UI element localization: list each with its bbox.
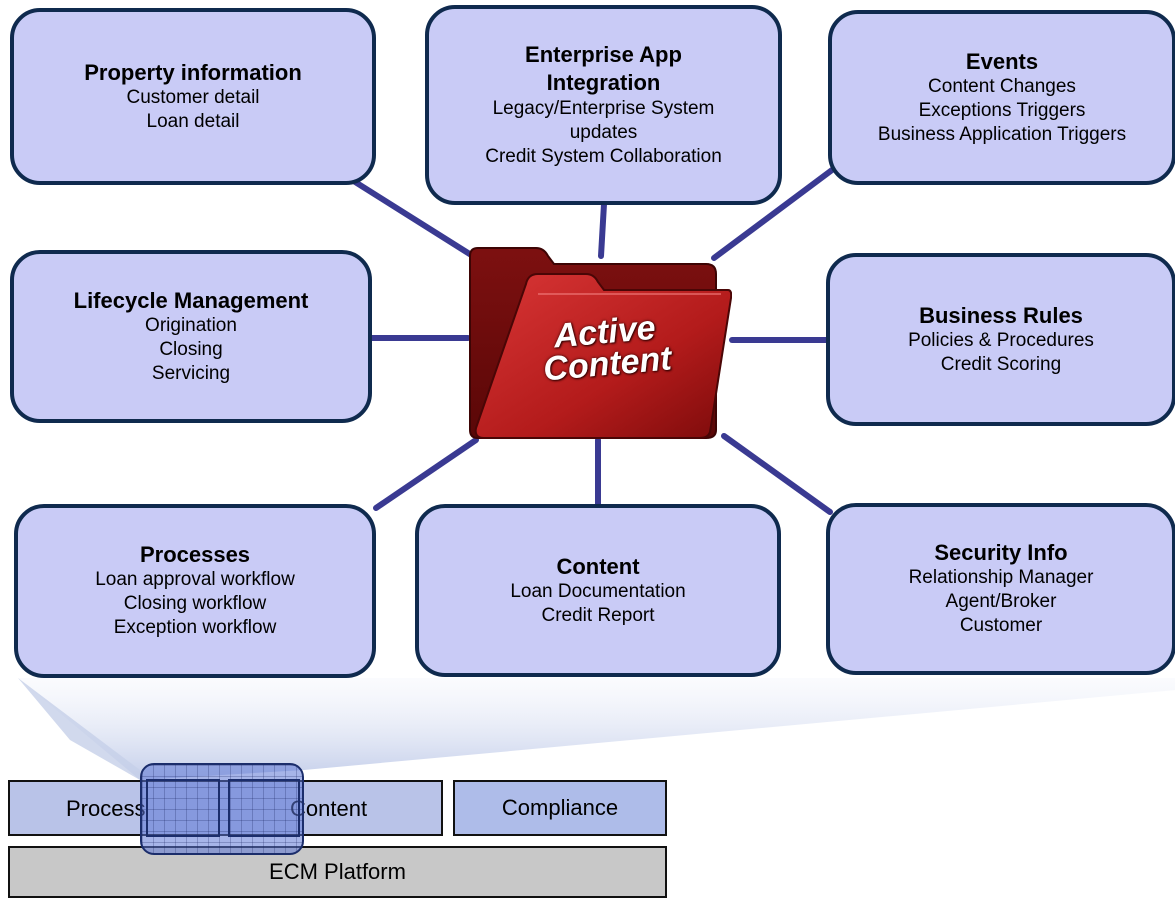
box-title: Lifecycle Management bbox=[73, 287, 309, 313]
connector-processes bbox=[373, 437, 479, 511]
box-line: Customer bbox=[959, 615, 1043, 636]
box-line: Credit System Collaboration bbox=[485, 146, 722, 167]
box-title: Processes bbox=[139, 542, 251, 567]
connector-security bbox=[721, 433, 833, 515]
box-line: Loan Documentation bbox=[510, 580, 686, 602]
box-title: Business Rules bbox=[919, 302, 1083, 328]
box-line: Policies & Procedures bbox=[908, 329, 1094, 351]
content-box: Content Loan Documentation Credit Report bbox=[415, 504, 781, 677]
box-title: Property information bbox=[84, 59, 302, 85]
ecm-platform-label: ECM Platform bbox=[269, 859, 406, 884]
box-line: Customer detail bbox=[126, 86, 260, 108]
box-line: Exception workflow bbox=[113, 617, 277, 638]
projection-beam-side bbox=[18, 678, 140, 780]
processes-box: Processes Loan approval workflow Closing… bbox=[14, 504, 376, 678]
security-info-box: Security Info Relationship Manager Agent… bbox=[826, 503, 1175, 675]
box-line: Credit Report bbox=[541, 604, 655, 626]
box-title: Content bbox=[556, 553, 640, 579]
projection-beam bbox=[18, 678, 1175, 780]
box-line: Loan approval workflow bbox=[95, 569, 295, 590]
box-line: Closing workflow bbox=[123, 593, 267, 614]
box-line: Credit Scoring bbox=[940, 353, 1062, 375]
box-line: Loan detail bbox=[146, 110, 240, 132]
box-title-line2: Integration bbox=[546, 70, 661, 95]
active-content-folder-icon bbox=[469, 247, 732, 439]
box-title-line1: Enterprise App bbox=[525, 42, 682, 67]
connector-events bbox=[711, 167, 835, 261]
box-line: Origination bbox=[145, 314, 237, 336]
lifecycle-management-box: Lifecycle Management Origination Closing… bbox=[10, 250, 372, 423]
enterprise-app-integration-box: Enterprise App Integration Legacy/Enterp… bbox=[425, 5, 782, 205]
box-line: Business Application Triggers bbox=[877, 123, 1127, 145]
active-content-overlay bbox=[140, 763, 304, 855]
compliance-layer-label: Compliance bbox=[501, 795, 619, 820]
box-line: Relationship Manager bbox=[908, 567, 1094, 588]
connector-property bbox=[349, 177, 479, 261]
box-line: Agent/Broker bbox=[945, 591, 1057, 612]
hub-label: Active Content bbox=[524, 309, 689, 389]
compliance-layer: Compliance bbox=[453, 780, 667, 836]
box-line: Legacy/Enterprise System bbox=[492, 98, 715, 119]
overlay-cell bbox=[228, 779, 300, 837]
box-title: Events bbox=[965, 48, 1039, 74]
box-line: updates bbox=[569, 122, 638, 143]
ecm-platform-layer: ECM Platform bbox=[8, 846, 667, 898]
process-layer-label: Process bbox=[66, 796, 146, 821]
box-line: Exceptions Triggers bbox=[918, 99, 1086, 121]
box-line: Servicing bbox=[151, 362, 231, 384]
property-information-box: Property information Customer detail Loa… bbox=[10, 8, 376, 185]
box-title: Security Info bbox=[934, 540, 1068, 565]
events-box: Events Content Changes Exceptions Trigge… bbox=[828, 10, 1175, 185]
connector-enterprise bbox=[598, 201, 607, 259]
overlay-cell bbox=[146, 779, 220, 837]
box-line: Content Changes bbox=[928, 75, 1076, 97]
box-line: Closing bbox=[159, 338, 223, 360]
business-rules-box: Business Rules Policies & Procedures Cre… bbox=[826, 253, 1175, 426]
